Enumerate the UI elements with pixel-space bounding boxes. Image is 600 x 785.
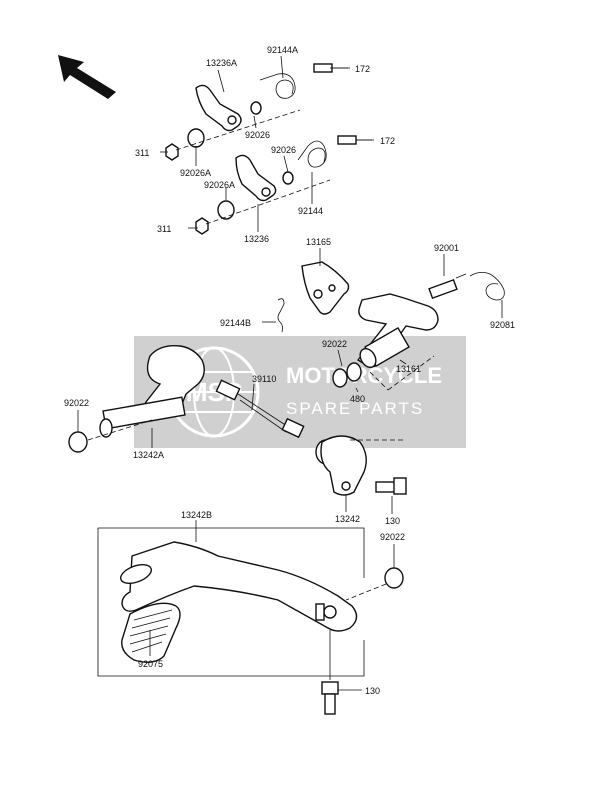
label-92075: 92075 — [138, 659, 163, 669]
label-92026-lower: 92026 — [271, 145, 296, 155]
label-92022-lower: 92022 — [380, 532, 405, 542]
label-13242B: 13242B — [181, 510, 212, 520]
label-92026-upper: 92026 — [245, 130, 270, 140]
label-39110: 39110 — [252, 374, 276, 384]
label-92022-left: 92022 — [64, 398, 89, 408]
label-172-lower: 172 — [380, 136, 395, 146]
shift-shaft-13242A — [68, 345, 205, 453]
label-92001: 92001 — [434, 243, 459, 253]
linkage-assembly-lower — [195, 135, 372, 235]
watermark-line1: MOTORCYCLE — [286, 363, 442, 388]
pedal-box — [97, 527, 365, 677]
spring-92144B — [277, 298, 285, 333]
label-311-upper: 311 — [135, 148, 149, 158]
label-480: 480 — [350, 394, 365, 404]
label-311-lower: 311 — [157, 224, 171, 234]
label-92144B: 92144B — [220, 318, 251, 328]
label-92081: 92081 — [490, 320, 515, 330]
washer-92022-lower — [345, 567, 404, 601]
leader-lines-lower — [149, 520, 395, 656]
arm-13242 — [315, 435, 367, 496]
label-13161: 13161 — [396, 364, 421, 374]
label-13236A: 13236A — [206, 58, 237, 68]
shift-pedal-13242B — [120, 541, 358, 632]
leader-lines — [77, 55, 503, 514]
label-130-lower: 130 — [365, 686, 380, 696]
front-direction-arrow-icon — [58, 55, 116, 99]
part-labels: 13236A 92144A 172 311 92026 92026A 92026… — [64, 45, 515, 696]
label-13242: 13242 — [335, 514, 360, 524]
watermark-line2: SPARE PARTS — [286, 399, 424, 418]
label-13165: 13165 — [306, 237, 331, 247]
pin-92001 — [428, 272, 505, 301]
label-13236: 13236 — [244, 234, 269, 244]
label-92026A-upper: 92026A — [180, 168, 211, 178]
plate-13165 — [301, 261, 350, 315]
rod-39110 — [215, 379, 305, 439]
bolt-130-upper — [375, 477, 407, 495]
label-130-upper: 130 — [385, 516, 400, 526]
label-13242A: 13242A — [133, 450, 164, 460]
label-92022-middle: 92022 — [322, 339, 347, 349]
label-92144: 92144 — [298, 206, 323, 216]
bolt-130-lower — [321, 630, 362, 715]
label-92026A-lower: 92026A — [204, 180, 235, 190]
shaft-13161 — [332, 293, 439, 388]
pedal-rubber-92075 — [121, 602, 181, 663]
linkage-assembly-upper — [165, 63, 348, 161]
label-92144A: 92144A — [267, 45, 298, 55]
label-172-upper: 172 — [355, 64, 370, 74]
